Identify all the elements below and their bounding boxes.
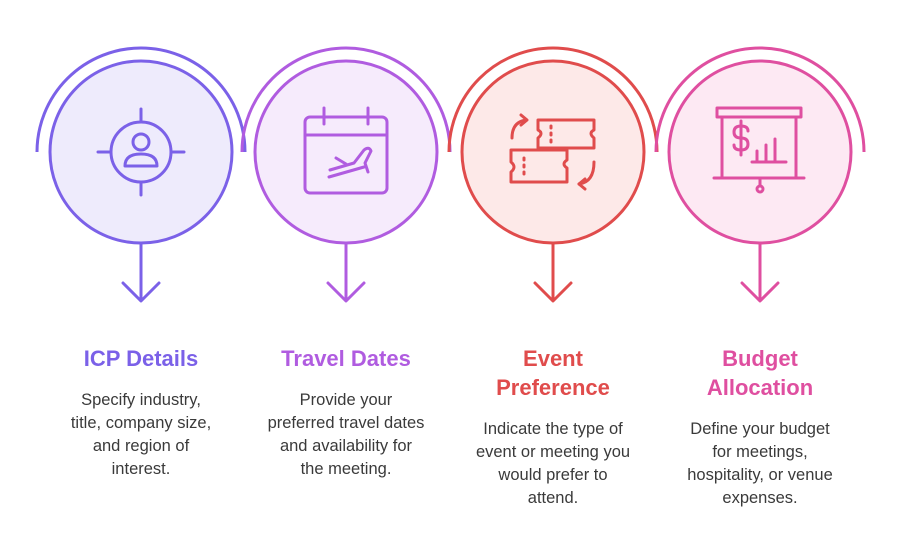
step-3 xyxy=(447,46,659,303)
step-4-title-line: Allocation xyxy=(706,375,814,400)
step-4-desc-line: Define your budget xyxy=(690,420,830,438)
step-1 xyxy=(35,46,247,303)
step-3-title-line: Preference xyxy=(496,375,610,400)
step-2-description: Provide your preferred travel dates and … xyxy=(251,389,441,481)
target-person-icon xyxy=(96,107,186,197)
step-2-desc-line: and availability for xyxy=(279,437,413,455)
step-4-title: Budget Allocation xyxy=(665,344,855,402)
step-3-desc-line: Indicate the type of xyxy=(483,420,623,438)
step-2-arrowhead xyxy=(326,281,366,303)
step-4-text: Budget Allocation Define your budget for… xyxy=(665,344,855,510)
step-1-arrowhead xyxy=(121,281,161,303)
step-1-circle xyxy=(48,59,234,245)
step-3-description: Indicate the type of event or meeting yo… xyxy=(458,418,648,510)
step-3-text: Event Preference Indicate the type of ev… xyxy=(458,344,648,510)
calendar-plane-icon xyxy=(303,106,389,195)
step-3-desc-line: attend. xyxy=(527,489,579,507)
step-4-desc-line: hospitality, or venue xyxy=(687,466,833,484)
step-3-outer-arc xyxy=(447,46,659,153)
step-3-desc-line: would prefer to xyxy=(498,466,608,484)
step-1-desc-line: and region of xyxy=(92,437,190,455)
step-1-desc-line: Specify industry, xyxy=(81,391,201,409)
step-2-desc-line: Provide your xyxy=(299,391,393,409)
step-3-title-line: Event xyxy=(523,346,583,371)
step-2 xyxy=(240,46,452,303)
step-2-circle xyxy=(253,59,439,245)
step-4-description: Define your budget for meetings, hospita… xyxy=(665,418,855,510)
step-4-outer-arc xyxy=(654,46,866,153)
step-3-circle xyxy=(460,59,646,245)
step-1-description: Specify industry, title, company size, a… xyxy=(46,389,236,481)
presentation-budget-icon xyxy=(712,106,806,194)
step-4-arrowhead xyxy=(740,281,780,303)
step-1-outer-arc xyxy=(35,46,247,153)
step-2-desc-line: preferred travel dates xyxy=(267,414,425,432)
step-3-desc-line: event or meeting you xyxy=(475,443,631,461)
step-3-title: Event Preference xyxy=(458,344,648,402)
step-1-title: ICP Details xyxy=(46,344,236,373)
step-1-text: ICP Details Specify industry, title, com… xyxy=(46,344,236,481)
step-4-title-line: Budget xyxy=(722,346,798,371)
step-2-desc-line: the meeting. xyxy=(300,460,392,478)
step-1-desc-line: title, company size, xyxy=(70,414,212,432)
step-3-arrowhead xyxy=(533,281,573,303)
step-4-circle xyxy=(667,59,853,245)
ticket-exchange-icon xyxy=(509,113,596,191)
step-4-desc-line: for meetings, xyxy=(712,443,808,461)
step-2-text: Travel Dates Provide your preferred trav… xyxy=(251,344,441,481)
step-1-desc-line: interest. xyxy=(111,460,171,478)
step-4 xyxy=(654,46,866,303)
step-1-title-line: ICP Details xyxy=(83,346,199,371)
step-2-title: Travel Dates xyxy=(251,344,441,373)
step-2-outer-arc xyxy=(240,46,452,153)
step-4-desc-line: expenses. xyxy=(722,489,798,507)
step-2-title-line: Travel Dates xyxy=(281,346,411,371)
